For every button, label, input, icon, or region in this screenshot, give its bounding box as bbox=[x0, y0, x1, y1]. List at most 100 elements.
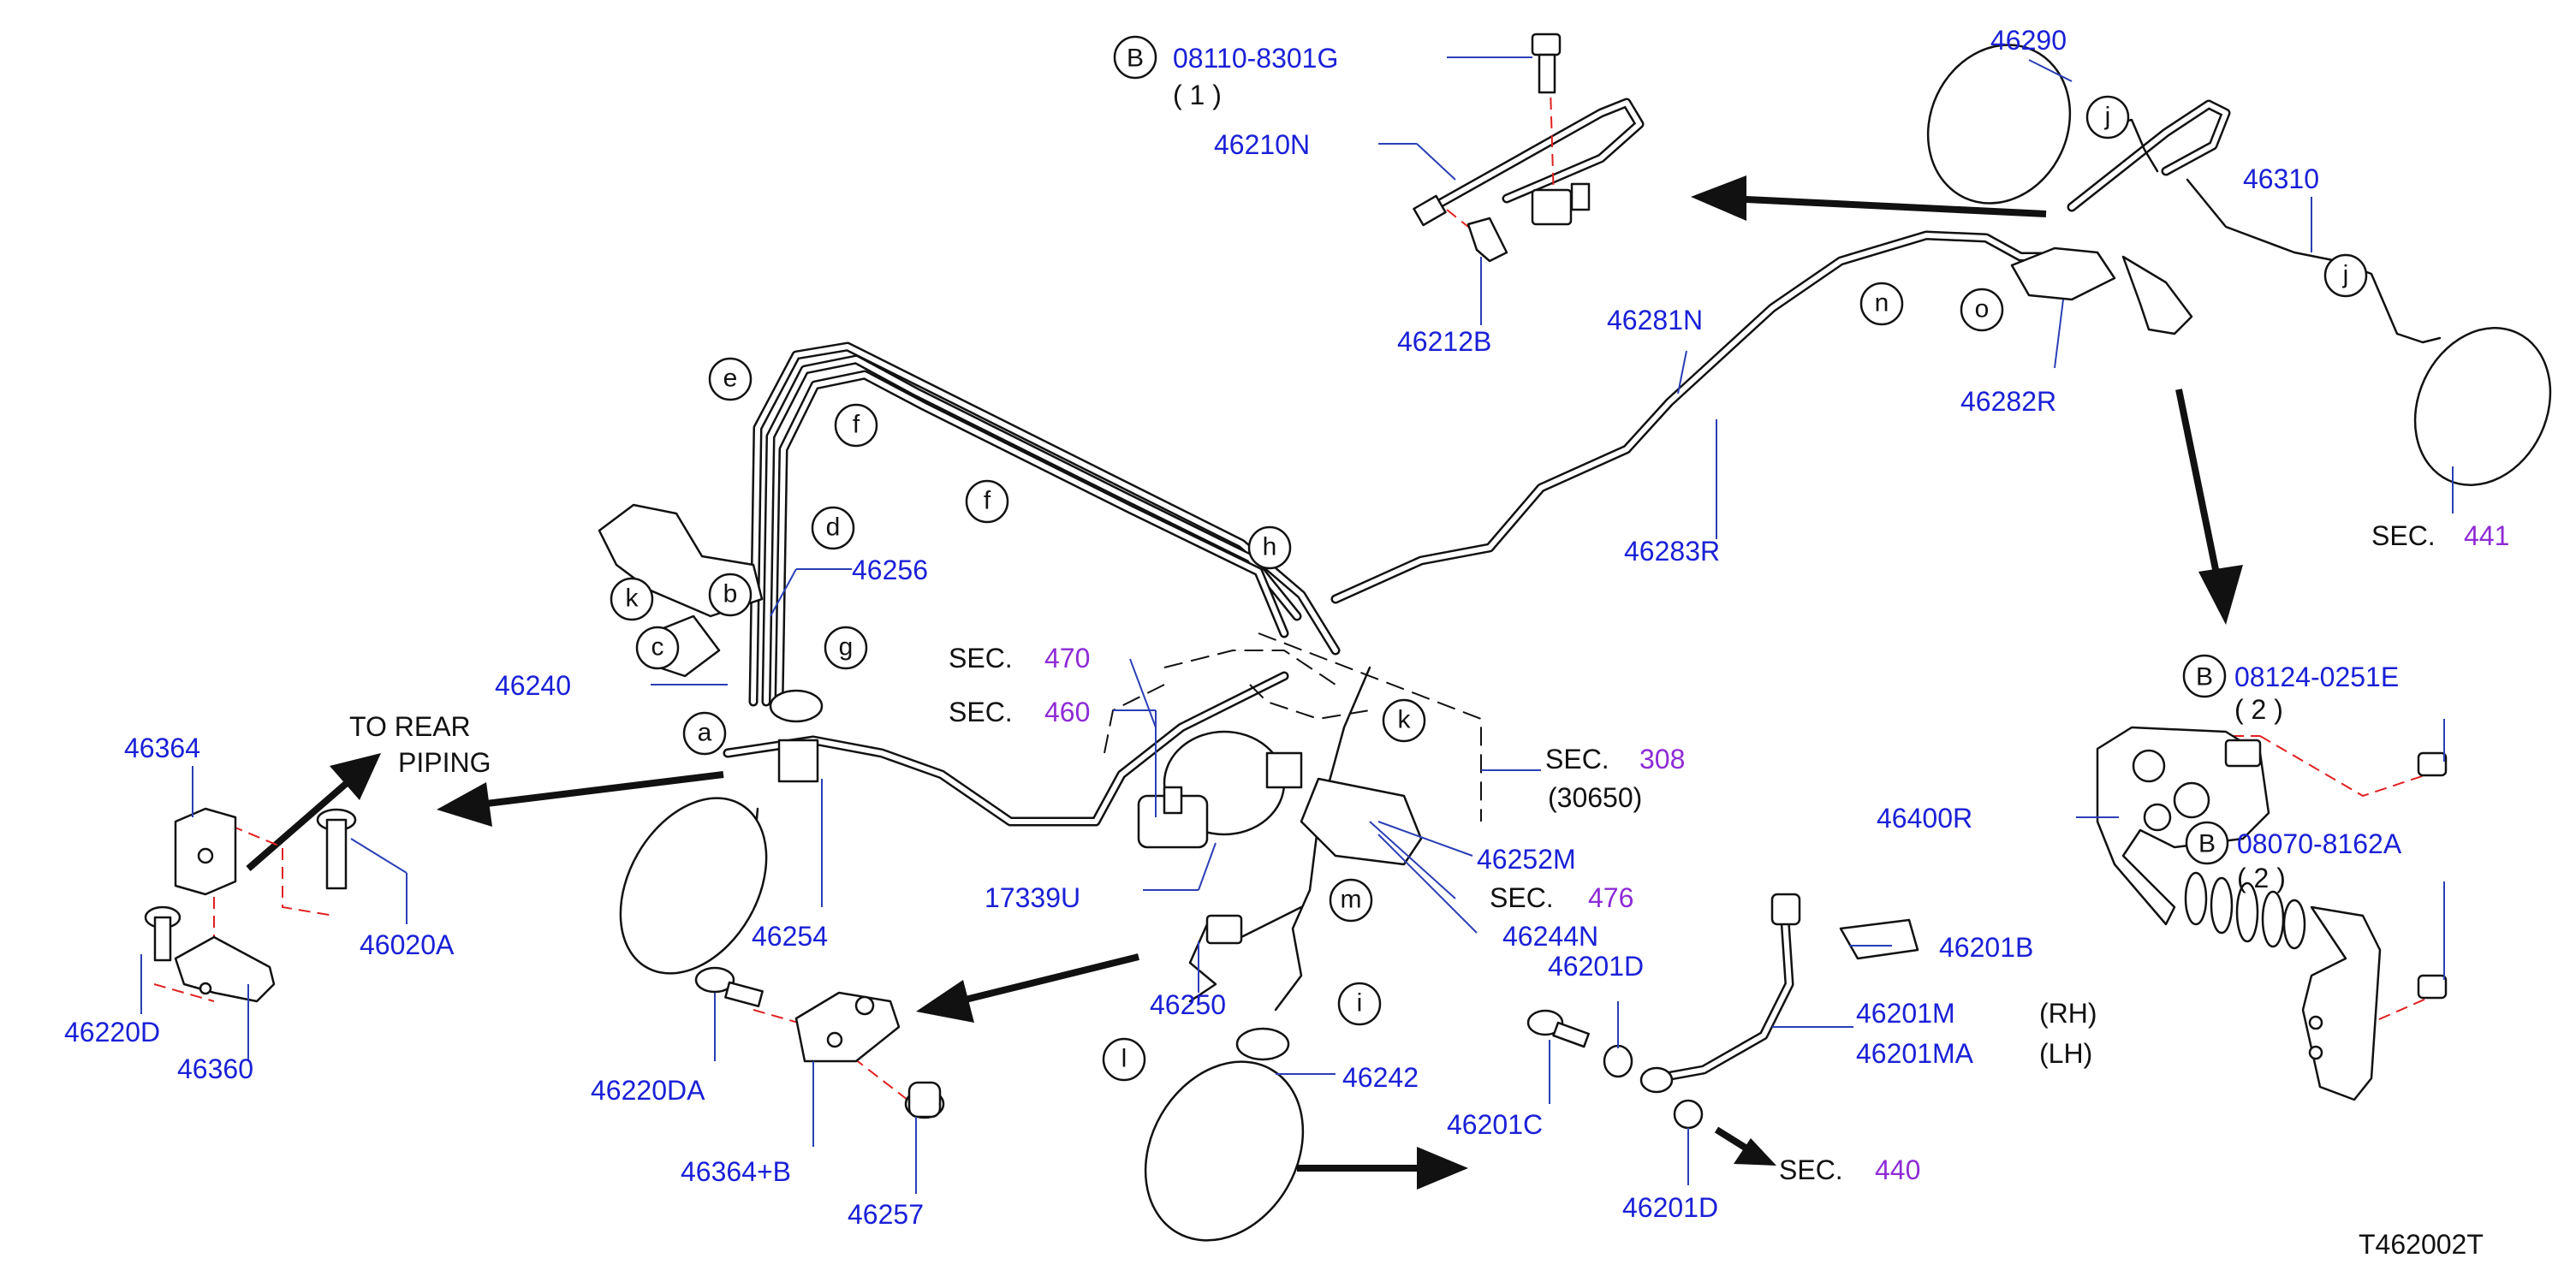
callout-n: n bbox=[1859, 282, 1904, 326]
label-lh: (LH) bbox=[2039, 1038, 2092, 1069]
label-46220D: 46220D bbox=[64, 1017, 160, 1047]
svg-text:m: m bbox=[1341, 886, 1362, 914]
label-46212B: 46212B bbox=[1397, 326, 1491, 357]
callout-k-2: k bbox=[1382, 698, 1426, 743]
svg-text:a: a bbox=[698, 719, 712, 747]
label-46281N: 46281N bbox=[1607, 305, 1703, 335]
label-46364-B: 46364+B bbox=[681, 1156, 791, 1187]
leader-lines bbox=[140, 56, 2454, 1194]
callout-j-2: j bbox=[2323, 253, 2368, 298]
callout-B-3: B bbox=[2185, 821, 2229, 865]
callout-g: g bbox=[824, 626, 868, 670]
parts bbox=[144, 33, 2552, 1242]
label-08124-0251E: 08124-0251E bbox=[2234, 662, 2399, 692]
label-sec-308-prefix: SEC. bbox=[1545, 744, 1609, 774]
label-46240: 46240 bbox=[495, 670, 571, 701]
svg-text:b: b bbox=[723, 580, 738, 608]
label-46244N: 46244N bbox=[1502, 921, 1598, 952]
callout-k-1: k bbox=[610, 577, 654, 621]
svg-text:e: e bbox=[723, 365, 738, 393]
label-46201B: 46201B bbox=[1939, 932, 2033, 963]
svg-text:i: i bbox=[1357, 989, 1363, 1018]
label-46256: 46256 bbox=[852, 555, 928, 585]
label-sec-460-number: 460 bbox=[1044, 697, 1090, 727]
label-46400R: 46400R bbox=[1877, 803, 1972, 834]
label-08070-8162A: 08070-8162A bbox=[2237, 828, 2402, 859]
callout-h: h bbox=[1247, 525, 1292, 570]
callout-c: c bbox=[635, 626, 680, 670]
callout-d: d bbox=[811, 506, 855, 550]
label-qty-1: ( 1 ) bbox=[1173, 80, 1222, 110]
label-46201D-upper: 46201D bbox=[1548, 951, 1644, 982]
center-lines bbox=[153, 59, 2441, 1101]
label-46242: 46242 bbox=[1342, 1062, 1419, 1093]
label-46364: 46364 bbox=[124, 733, 200, 763]
callout-e: e bbox=[708, 357, 753, 401]
svg-text:B: B bbox=[2196, 663, 2213, 691]
callout-f-1: f bbox=[834, 403, 878, 448]
rear-left-wheel-shape bbox=[2413, 327, 2552, 486]
svg-text:c: c bbox=[651, 633, 664, 662]
label-46290: 46290 bbox=[1990, 25, 2067, 56]
svg-text:o: o bbox=[1975, 295, 1990, 323]
svg-text:f: f bbox=[984, 487, 991, 515]
callout-b: b bbox=[708, 573, 753, 617]
svg-text:l: l bbox=[1121, 1045, 1127, 1073]
label-46310: 46310 bbox=[2243, 163, 2319, 194]
callout-i: i bbox=[1337, 982, 1382, 1026]
caliper-boot-shape bbox=[2184, 871, 2306, 950]
svg-text:d: d bbox=[826, 513, 841, 542]
callout-letters: B B B a b c d e f f g h i j j k k l m n … bbox=[610, 35, 2368, 1082]
label-46257: 46257 bbox=[848, 1199, 924, 1230]
label-46210N: 46210N bbox=[1214, 129, 1310, 160]
label-46360: 46360 bbox=[177, 1053, 253, 1084]
label-diagram-code: T462002T bbox=[2359, 1229, 2484, 1260]
label-rh: (RH) bbox=[2039, 998, 2097, 1029]
label-sec-308-sub: (30650) bbox=[1548, 782, 1642, 813]
label-to-rear-line1: TO REAR bbox=[349, 711, 471, 742]
callout-m: m bbox=[1329, 878, 1373, 923]
label-46020A: 46020A bbox=[360, 929, 455, 960]
label-08110-8301G: 08110-8301G bbox=[1173, 43, 1338, 74]
svg-text:h: h bbox=[1263, 533, 1277, 561]
label-sec-476-prefix: SEC. bbox=[1490, 882, 1554, 913]
label-46254: 46254 bbox=[752, 921, 828, 952]
label-46201D-lower: 46201D bbox=[1622, 1192, 1718, 1223]
label-sec-441-prefix: SEC. bbox=[2371, 520, 2436, 551]
svg-text:B: B bbox=[1127, 45, 1144, 73]
label-sec-308-number: 308 bbox=[1639, 744, 1685, 774]
front-right-wheel-shape bbox=[1144, 1060, 1305, 1242]
part-labels: 08110-8301G ( 1 ) 46210N 46212B 46290 46… bbox=[64, 25, 2509, 1260]
callout-l: l bbox=[1102, 1037, 1146, 1082]
svg-text:n: n bbox=[1875, 289, 1889, 318]
svg-text:B: B bbox=[2198, 830, 2216, 858]
label-46283R: 46283R bbox=[1624, 536, 1720, 567]
front-left-wheel-shape bbox=[619, 797, 768, 975]
label-sec-460-prefix: SEC. bbox=[949, 697, 1013, 727]
label-qty-2-b: ( 2 ) bbox=[2237, 863, 2286, 893]
label-sec-470-number: 470 bbox=[1044, 643, 1090, 674]
label-sec-440-number: 440 bbox=[1875, 1154, 1920, 1185]
label-17339U: 17339U bbox=[985, 882, 1080, 913]
label-46250: 46250 bbox=[1150, 989, 1226, 1020]
callout-B-2: B bbox=[2182, 654, 2227, 698]
callout-B-1: B bbox=[1113, 35, 1157, 80]
label-46201MA: 46201MA bbox=[1856, 1038, 1974, 1069]
callout-a: a bbox=[682, 711, 727, 756]
label-46220DA: 46220DA bbox=[591, 1075, 705, 1106]
svg-text:g: g bbox=[839, 633, 854, 662]
label-qty-2-a: ( 2 ) bbox=[2234, 694, 2283, 725]
label-sec-441-number: 441 bbox=[2464, 520, 2509, 551]
svg-text:k: k bbox=[1398, 706, 1412, 734]
label-46201C: 46201C bbox=[1447, 1109, 1543, 1140]
label-sec-440-prefix: SEC. bbox=[1779, 1154, 1843, 1185]
label-46282R: 46282R bbox=[1960, 386, 2056, 417]
label-to-rear-line2: PIPING bbox=[398, 747, 491, 778]
rear-right-wheel-shape bbox=[1926, 44, 2072, 205]
direction-arrows bbox=[246, 175, 2243, 1190]
callout-j-1: j bbox=[2085, 95, 2130, 139]
hose-coil bbox=[1235, 1027, 1290, 1061]
svg-text:k: k bbox=[626, 585, 640, 613]
svg-text:f: f bbox=[853, 411, 860, 439]
